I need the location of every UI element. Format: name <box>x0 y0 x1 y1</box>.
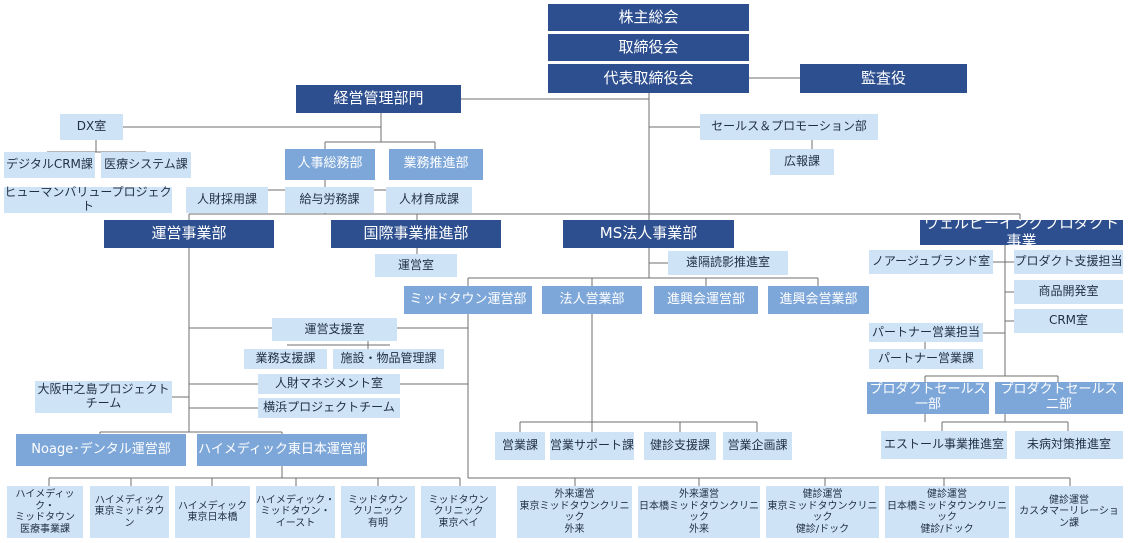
training-section: 人材育成課 <box>386 187 472 213</box>
osaka-project-team: 大阪中之島プロジェクト チーム <box>35 381 172 413</box>
shinkokai-sales: 進興会営業部 <box>768 286 869 314</box>
leaf-himedic-nihonbashi: ハイメディック 東京日本橋 <box>175 486 250 538</box>
corporate-sales: 法人営業部 <box>542 286 642 314</box>
partner-sales-rep: パートナー営業担当 <box>869 323 983 342</box>
human-value-project: ヒューマンバリュープロジェクト <box>4 185 172 213</box>
leaf-midtown-clinic-tokyo-bay: ミッドタウン クリニック 東京ベイ <box>421 486 496 538</box>
medical-system-section: 医療システム課 <box>101 152 191 178</box>
facility-management-section: 施設・物品管理課 <box>333 349 444 369</box>
management-division: 経営管理部門 <box>296 85 461 113</box>
leaf-customer-relations: 健診運営 カスタマーリレーション課 <box>1015 486 1123 538</box>
leaf-checkup-tokyo-midtown: 健診運営 東京ミッドタウンクリニック 健診/ドック <box>766 486 879 538</box>
yokohama-project-team: 横浜プロジェクトチーム <box>258 398 400 418</box>
pr-section: 広報課 <box>770 149 834 175</box>
auditor: 監査役 <box>800 64 967 93</box>
product-support-rep: プロダクト支援担当 <box>1014 250 1123 274</box>
shareholders-meeting: 株主総会 <box>548 4 749 31</box>
product-sales-2: プロダクトセールス二部 <box>995 382 1123 414</box>
estoll-office: エストール事業推進室 <box>881 431 1007 459</box>
dx-office: DX室 <box>60 114 123 140</box>
board-of-directors: 取締役会 <box>548 34 749 61</box>
international-division: 国際事業推進部 <box>331 220 501 248</box>
leaf-outpatient-nihonbashi: 外来運営 日本橋ミッドタウンクリニック 外来 <box>638 486 760 538</box>
health-check-support: 健診支援課 <box>644 432 716 460</box>
shinkokai-operations: 進興会運営部 <box>654 286 758 314</box>
talent-management-office: 人財マネジメント室 <box>258 374 400 394</box>
sales-section: 営業課 <box>495 432 545 460</box>
noage-dental-operations: Noage･デンタル運営部 <box>16 434 186 466</box>
prevention-office: 未病対策推進室 <box>1015 431 1123 459</box>
remote-reading-office: 遠隔読影推進室 <box>668 251 788 275</box>
sales-planning-section: 営業企画課 <box>723 432 792 460</box>
midtown-operations: ミッドタウン運営部 <box>404 286 532 314</box>
recruiting-section: 人財採用課 <box>186 187 268 213</box>
leaf-himedic-midtown-medical: ハイメディック・ ミッドタウン 医療事業課 <box>7 486 83 538</box>
operations-office: 運営室 <box>375 254 457 277</box>
operations-division: 運営事業部 <box>104 220 274 248</box>
leaf-himedic-tokyo-midtown: ハイメディック 東京ミッドタウン <box>90 486 169 538</box>
operations-support-office: 運営支援室 <box>272 318 397 341</box>
sales-promotion-dept: セールス＆プロモーション部 <box>700 114 878 140</box>
wellbeing-product-division: ウェルビーイングプロダクト事業 <box>920 215 1123 249</box>
himedic-east-operations: ハイメディック東日本運営部 <box>197 434 367 466</box>
product-sales-1: プロダクトセールス一部 <box>867 382 989 414</box>
leaf-midtown-clinic-ariake: ミッドタウン クリニック 有明 <box>341 486 415 538</box>
leaf-checkup-nihonbashi: 健診運営 日本橋ミッドタウンクリニック 健診/ドック <box>885 486 1009 538</box>
business-support-section: 業務支援課 <box>244 349 327 369</box>
leaf-himedic-midtown-east: ハイメディック・ ミッドタウン・ イースト <box>256 486 335 538</box>
partner-sales-section: パートナー営業課 <box>869 349 983 369</box>
business-promotion: 業務推進部 <box>389 149 483 180</box>
digital-crm-section: デジタルCRM課 <box>4 152 95 178</box>
noage-brand-office: ノアージュブランド室 <box>869 250 993 274</box>
crm-office: CRM室 <box>1014 309 1123 333</box>
representative-directors: 代表取締役会 <box>548 64 749 93</box>
product-development-office: 商品開発室 <box>1014 280 1123 304</box>
payroll-section: 給与労務課 <box>285 187 374 213</box>
leaf-outpatient-tokyo-midtown: 外来運営 東京ミッドタウンクリニック 外来 <box>517 486 632 538</box>
sales-support-section: 営業サポート課 <box>550 432 634 460</box>
hr-general-affairs: 人事総務部 <box>285 149 375 180</box>
ms-corporate-division: MS法人事業部 <box>563 220 734 248</box>
